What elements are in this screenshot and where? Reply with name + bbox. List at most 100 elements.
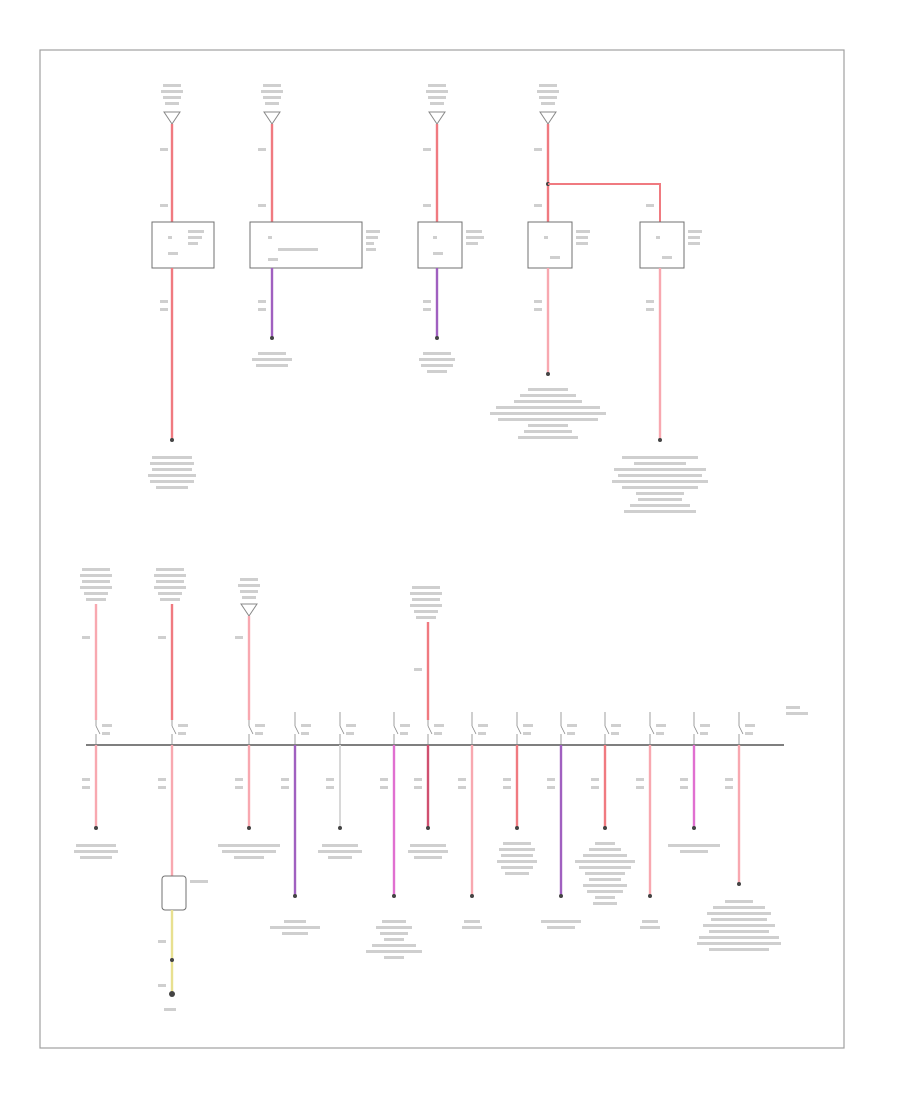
wire-code xyxy=(534,300,542,303)
wire-code xyxy=(646,204,654,207)
wire-code xyxy=(82,778,90,781)
terminal-icon xyxy=(240,603,258,617)
wire-code xyxy=(158,786,166,789)
fuse-box xyxy=(417,221,463,269)
wire-code xyxy=(235,778,243,781)
wire-code xyxy=(158,778,166,781)
wire-code xyxy=(258,300,266,303)
wire-code xyxy=(160,204,168,207)
wire-code xyxy=(281,778,289,781)
terminal-icon xyxy=(428,111,446,125)
wire-code xyxy=(158,984,166,987)
fuse-box xyxy=(639,221,685,269)
connector-dot xyxy=(515,826,519,830)
output-branch-9 xyxy=(497,745,537,875)
source-label-top-2 xyxy=(261,84,283,105)
output-branch-8 xyxy=(458,745,482,929)
fuse-box-text xyxy=(268,230,380,261)
destination-label-top-3 xyxy=(419,352,455,373)
wire-code xyxy=(458,778,466,781)
connector-dot xyxy=(559,894,563,898)
destination-label-top-4 xyxy=(490,388,606,439)
connector-dot xyxy=(426,826,430,830)
wire-code xyxy=(534,148,542,151)
ground-dot xyxy=(169,991,175,997)
connector-dot xyxy=(603,826,607,830)
terminal-icon xyxy=(539,111,557,125)
wire-code xyxy=(258,308,266,311)
bus-fuse-labels xyxy=(102,724,755,735)
wire-code xyxy=(380,778,388,781)
fuse-box xyxy=(151,221,215,269)
wire-code xyxy=(235,786,243,789)
wire-code xyxy=(547,778,555,781)
source-label-top-3 xyxy=(426,84,448,105)
terminal-icon xyxy=(163,111,181,125)
circuit-top-1 xyxy=(148,84,215,489)
wire-code xyxy=(423,148,431,151)
circuit-top-3 xyxy=(417,84,484,373)
source-label-top-1 xyxy=(161,84,183,105)
wire-code xyxy=(503,778,511,781)
wire-code xyxy=(423,204,431,207)
wire-code xyxy=(281,786,289,789)
wire-code xyxy=(326,786,334,789)
fuse-box-text xyxy=(433,230,484,255)
fuse-box xyxy=(527,221,573,269)
connector-dot xyxy=(170,438,174,442)
circuit-top-4 xyxy=(490,84,708,513)
wire-code xyxy=(591,786,599,789)
component-box xyxy=(161,875,187,911)
connector-dot xyxy=(293,894,297,898)
wire-code xyxy=(158,636,166,639)
output-branch-2 xyxy=(158,745,208,1011)
wire-code xyxy=(258,204,266,207)
destination-label-top-1 xyxy=(148,456,196,489)
wire-code xyxy=(423,308,431,311)
wire-code xyxy=(725,786,733,789)
output-branch-14 xyxy=(697,745,781,951)
wire-branch xyxy=(548,183,661,222)
output-branch-11 xyxy=(575,745,635,905)
connector-dot xyxy=(435,336,439,340)
output-branch-12 xyxy=(636,745,660,929)
wire-code xyxy=(82,786,90,789)
output-branch-5 xyxy=(318,745,362,859)
bus-source-3 xyxy=(235,578,260,720)
output-branch-7 xyxy=(408,745,448,859)
wire-code xyxy=(160,148,168,151)
wire-code xyxy=(547,786,555,789)
wire-code xyxy=(235,636,243,639)
wire-code xyxy=(646,300,654,303)
wire-code xyxy=(458,786,466,789)
connector-dot xyxy=(737,882,741,886)
wire-code xyxy=(680,786,688,789)
wire-code xyxy=(680,778,688,781)
bus-source-1 xyxy=(80,568,112,720)
output-branch-1 xyxy=(74,745,118,859)
wire-code xyxy=(423,300,431,303)
connector-dot xyxy=(392,894,396,898)
wire-code xyxy=(646,308,654,311)
source-label-top-4 xyxy=(537,84,559,105)
connector-dot xyxy=(470,894,474,898)
fuse-box xyxy=(249,221,363,269)
fuse-box-text xyxy=(544,230,702,259)
wire-code xyxy=(82,636,90,639)
bus-label-text xyxy=(786,706,808,715)
wire-code xyxy=(414,778,422,781)
terminal-icon xyxy=(263,111,281,125)
output-branch-13 xyxy=(668,745,720,853)
fuse-box-text xyxy=(168,230,204,255)
wire-code xyxy=(158,940,166,943)
splice-dot xyxy=(170,958,174,962)
wire-code xyxy=(326,778,334,781)
circuit-top-2 xyxy=(249,84,380,367)
connector-dot xyxy=(692,826,696,830)
wire-code xyxy=(414,786,422,789)
connector-dot xyxy=(546,372,550,376)
wire-code xyxy=(636,778,644,781)
wire-code xyxy=(534,204,542,207)
output-branch-3 xyxy=(218,745,280,859)
